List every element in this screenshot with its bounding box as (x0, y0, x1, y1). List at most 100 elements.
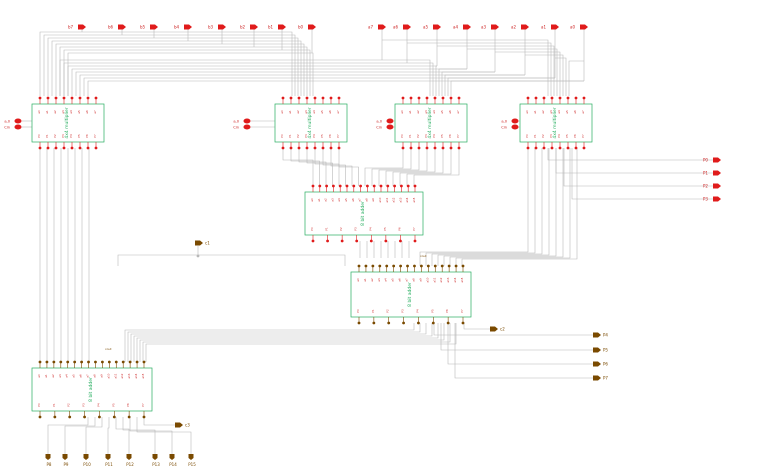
multiplier-block-1-bottom-pin-label: P0 (37, 134, 41, 138)
multiplier-block-2-bottom-pin-dot (329, 146, 333, 150)
adder-block-3-top-pin-dot (45, 360, 49, 364)
adder-block-1-bottom-pin-dot (399, 239, 402, 243)
adder-block-1-bottom-pin-dot (384, 239, 388, 243)
input-wire (222, 43, 305, 96)
multiplier-block-4-bottom-pin-label: P5 (565, 134, 569, 138)
multiplier-block-3-top-pin-dot (425, 96, 429, 100)
output-P7-label: P7 (603, 376, 608, 381)
output-P3-port (713, 196, 721, 202)
adder-block-2-bottom-pin-label: P7 (460, 309, 464, 313)
input-a0-label: a0 (570, 25, 575, 30)
adder-block-3-bottom-pin-label: P1 (52, 403, 56, 407)
output-P12-port (126, 454, 132, 460)
adder-block-3-top-pin-label: a11 (113, 373, 117, 378)
output-P11-port (105, 454, 111, 460)
multiplier-block-3-bottom-pin-dot (441, 146, 445, 150)
side-input-cin-label: Cin (233, 126, 239, 130)
multiplier-block-4-bottom-pin-label: P4 (557, 134, 561, 138)
adder-block-2-bottom-pin-label: P3 (401, 309, 405, 313)
adder-block-2-top-pin-label: a14 (453, 277, 457, 282)
input-wire (122, 34, 296, 96)
multiplier-block-3-top-pin-dot (417, 96, 421, 100)
input-wire (495, 51, 561, 96)
adder-block-1-bottom-pin-label: P4 (368, 227, 372, 231)
output-wire (122, 417, 156, 454)
multiplier-block-4-bottom-pin-label: P1 (533, 134, 537, 138)
adder2-in-wire (425, 148, 536, 266)
input-wire (555, 57, 567, 96)
adder-block-2-top-pin-dot (378, 264, 382, 268)
output-wire (433, 323, 593, 336)
wires (22, 27, 713, 454)
input-b0-label: b0 (298, 25, 304, 30)
adder-block-2-top-pin-dot (413, 264, 416, 268)
side-input-cin-port (511, 124, 519, 130)
multiplier-block-2-bottom-pin-dot (297, 146, 301, 150)
multiplier-block-2-bottom-pin-dot (305, 146, 309, 150)
output-wire (447, 323, 593, 365)
multiplier-block-4-top-pin-label: a5 (565, 110, 569, 114)
multiplier-block-4-top-pin-dot (574, 96, 578, 100)
adder-block-2-top-pin-label: a1 (363, 278, 367, 282)
multiplier-block-2-bottom-pin-label: P0 (280, 134, 284, 138)
adder-block-2-bottom-pin-label: P4 (415, 309, 419, 313)
multiplier-block-3-top-pin-label: a5 (440, 110, 444, 114)
carry-c1-port (195, 240, 203, 246)
multiplier-block-3-bottom-pin-dot (409, 146, 413, 150)
adder-block-2-top-pin-label: a8 (411, 278, 415, 282)
multiplier-block-2-top-pin-dot (313, 96, 317, 100)
input-b1-label: b1 (268, 25, 274, 30)
adder-block-1-bottom-pin-dot (413, 239, 417, 243)
input-wire (82, 31, 293, 96)
input-b2-port (250, 24, 258, 30)
output-wire (440, 323, 593, 351)
multiplier-block-3-bottom-pin-label: P6 (448, 134, 452, 138)
output-wire (115, 417, 130, 454)
adder-block-2-bottom-pin-label: P5 (430, 309, 434, 313)
multiplier-block-4-top-pin-dot (550, 96, 554, 100)
adder-block-3-top-pin-dot (59, 360, 63, 364)
output-wire (129, 417, 173, 454)
adder-block-3-top-pin-label: a6 (79, 374, 83, 378)
adder1-in-wire (322, 148, 346, 186)
input-wire (39, 31, 82, 96)
adder-block-2-top-pin-dot (454, 264, 458, 268)
adder2-in-wire (419, 148, 529, 266)
adder1-in-wire (314, 148, 340, 186)
adder-block-1-top-pin-dot (352, 184, 356, 188)
adder-block-1-top-pin-label: a6 (351, 198, 355, 202)
input-a7-port (378, 24, 386, 30)
adder2-in-wire (443, 148, 557, 266)
side-input-cin-label: Cin (501, 126, 507, 130)
adder-block-1-bottom-pin-dot (355, 239, 359, 243)
adder-block-2-top-pin-dot (406, 264, 409, 268)
carry-c2-port (490, 326, 498, 332)
multiplier-block-2-title: 4x4 multiplier (307, 107, 313, 138)
output-P8-label: P8 (47, 462, 52, 467)
adder-block-3-top-pin-label: a12 (120, 373, 124, 378)
adder-block-3-top-pin-dot (80, 360, 83, 364)
side-input-a-port (386, 118, 394, 124)
adder1-in-wire (385, 148, 428, 186)
input-wire (382, 59, 431, 96)
multiplier-block-1-top-pin-dot (86, 96, 90, 100)
input-wire (407, 62, 434, 96)
adder-block-2-top-pin-dot (364, 264, 368, 268)
output-P4-port (593, 332, 601, 338)
multiplier-block-4-top-pin-dot (566, 96, 570, 100)
output-P4-label: P4 (603, 333, 608, 338)
multiplier-block-1-top-pin-label: a2 (53, 110, 57, 114)
adder-block-3-top-pin-dot (87, 360, 90, 364)
adder-block-3-top-pin-label: a4 (65, 374, 69, 378)
input-wire (282, 49, 311, 96)
adder1-in-wire (330, 148, 353, 186)
adder1-in-wire (392, 148, 436, 186)
multiplier-block-3-bottom-pin-dot (401, 146, 405, 150)
multiplier-block-1-top-pin-dot (70, 96, 74, 100)
input-wire (467, 48, 558, 96)
adder-block-3-top-pin-label: a13 (127, 373, 131, 378)
adder-block-1-top-pin-dot (325, 184, 328, 188)
multiplier-block-1-bottom-pin-label: P3 (61, 134, 65, 138)
output-P6-port (593, 361, 601, 367)
